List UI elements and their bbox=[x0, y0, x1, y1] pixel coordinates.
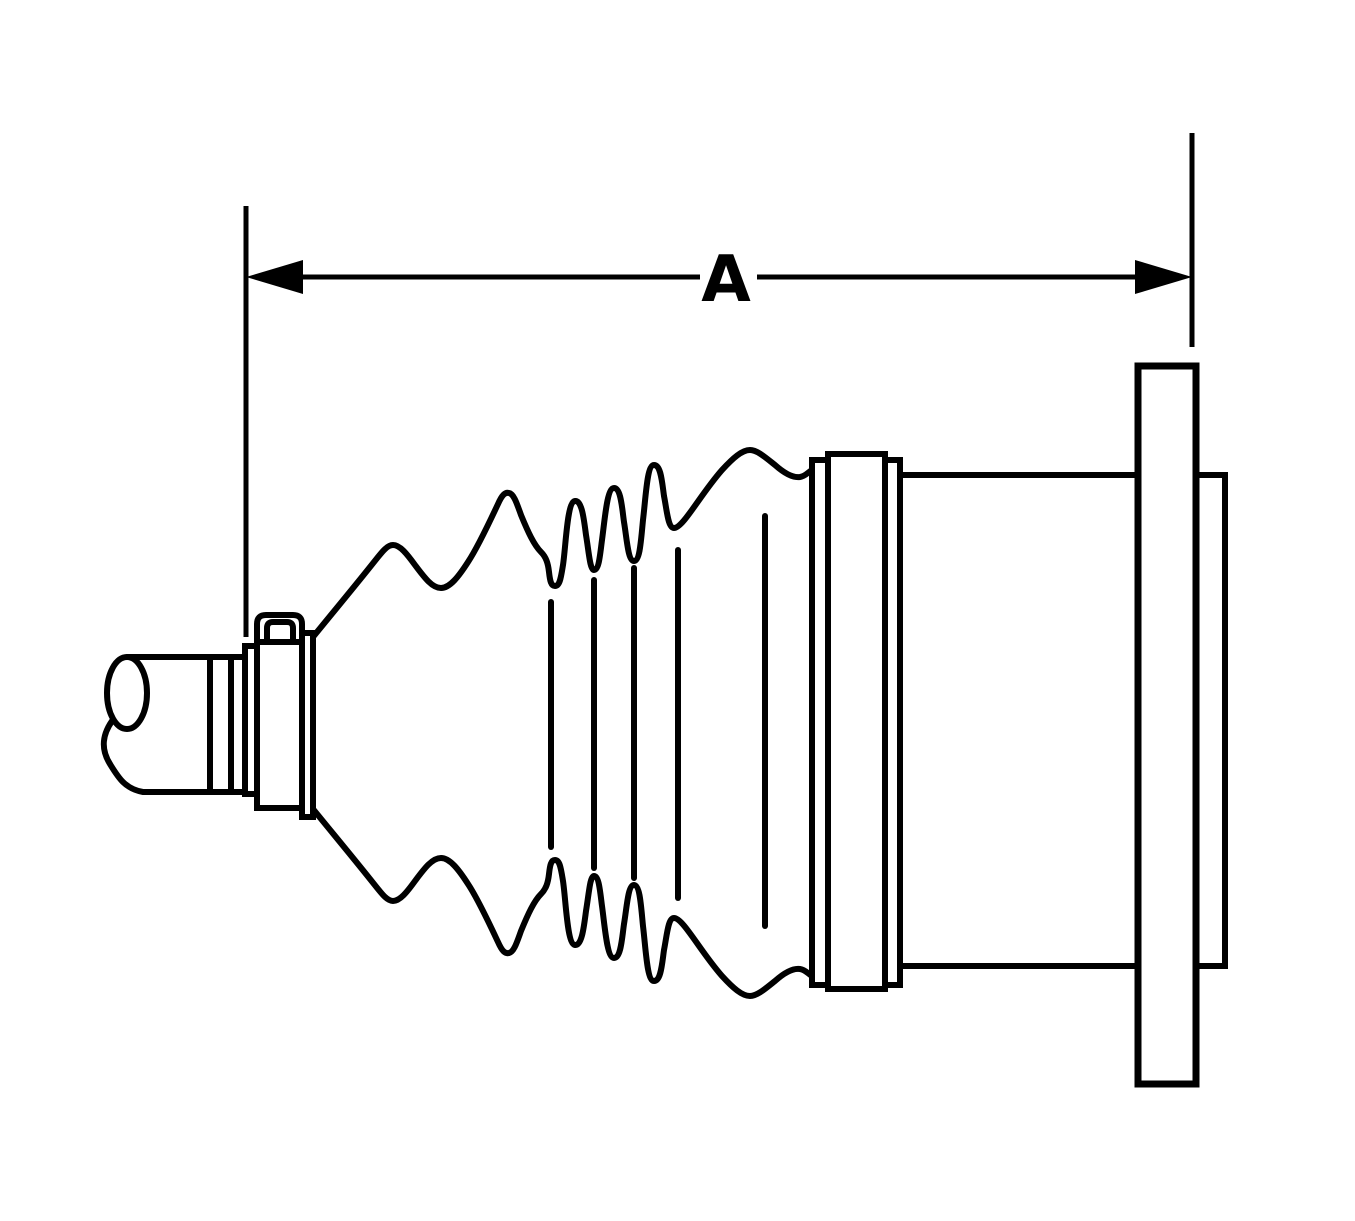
small-end-clamp bbox=[242, 612, 316, 820]
shaft-bottom-edge bbox=[100, 718, 248, 795]
large-end-clamp bbox=[809, 451, 903, 992]
dimension-arrowhead-right bbox=[1135, 260, 1192, 294]
shaft-end-face bbox=[103, 654, 151, 732]
large-clamp-center-band bbox=[825, 451, 888, 992]
dimension-a: A bbox=[243, 133, 1195, 637]
dimension-arrowhead-left bbox=[246, 260, 303, 294]
boot-small-bead bbox=[299, 630, 316, 820]
boot-top-profile bbox=[310, 447, 815, 640]
dimension-label-a: A bbox=[701, 243, 751, 317]
boot-bottom-profile bbox=[310, 806, 815, 999]
cv-boot-bellows bbox=[310, 447, 815, 999]
axle-shaft bbox=[100, 654, 248, 795]
joint-housing bbox=[897, 472, 1138, 969]
small-clamp-band bbox=[254, 639, 305, 811]
flange-assembly bbox=[1134, 362, 1228, 1088]
flange-plate bbox=[1134, 362, 1200, 1088]
